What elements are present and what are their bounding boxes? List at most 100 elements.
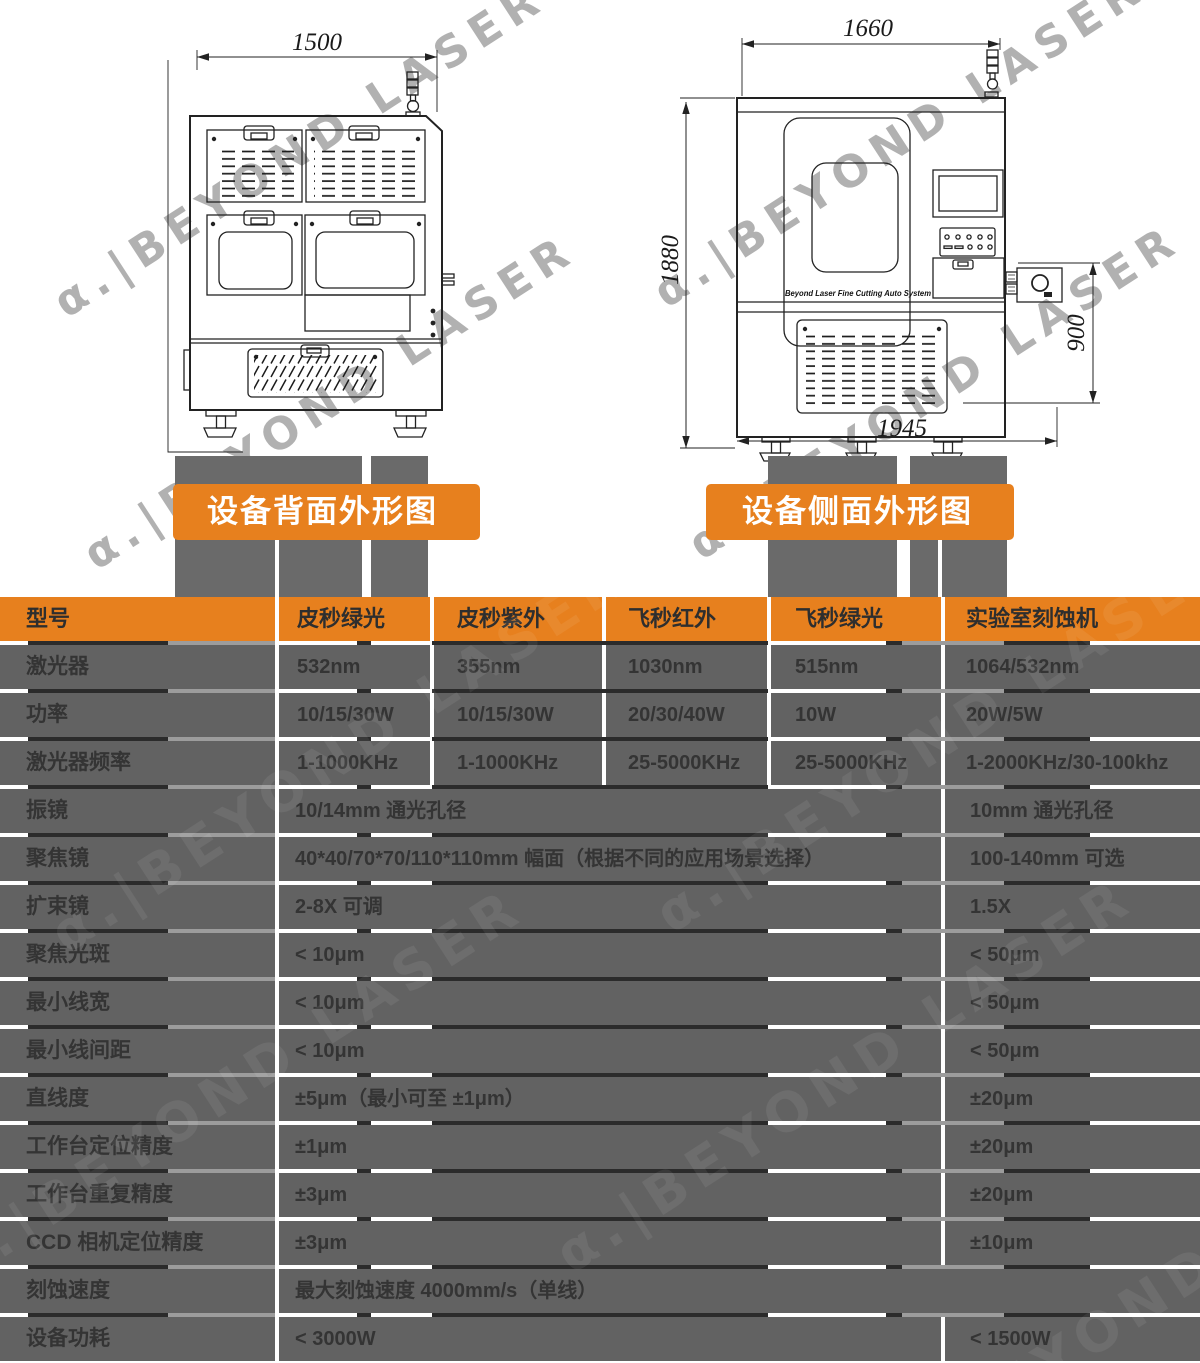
spec-row-label: 最小线宽 xyxy=(26,991,110,1014)
spec-cell: 10/15/30W xyxy=(275,693,430,737)
spec-cell: ±3μm xyxy=(275,1173,941,1217)
spec-row-label: CCD 相机定位精度 xyxy=(26,1231,204,1254)
spec-cell: ±1μm xyxy=(275,1125,941,1169)
spec-cell: < 1500W xyxy=(941,1317,1200,1361)
row-separator xyxy=(0,1265,1200,1269)
row-separator xyxy=(0,1217,1200,1221)
machine-brand-text: Beyond Laser Fine Cutting Auto System xyxy=(785,289,931,298)
spec-cell: 40*40/70*70/110*110mm 幅面（根据不同的应用场景选择） xyxy=(275,837,941,881)
spec-table-row: 直线度 ±5μm（最小可至 ±1μm）±20μm xyxy=(0,1077,1200,1121)
spec-cell: < 10μm xyxy=(275,981,941,1025)
spec-table-row: 工作台重复精度 ±3μm±20μm xyxy=(0,1173,1200,1217)
back-view-drawing xyxy=(167,50,455,453)
spec-row-label: 扩束镜 xyxy=(26,895,89,918)
spec-cell: 355nm xyxy=(430,645,602,689)
row-separator xyxy=(0,1025,1200,1029)
spec-cell: < 10μm xyxy=(275,1029,941,1073)
spec-cell: 1064/532nm xyxy=(941,645,1200,689)
spec-cell: 最大刻蚀速度 4000mm/s（单线） xyxy=(275,1269,1200,1313)
row-separator xyxy=(0,737,1200,741)
spec-cell: ±3μm xyxy=(275,1221,941,1265)
spec-cell: 20W/5W xyxy=(941,693,1200,737)
spec-cell: < 50μm xyxy=(941,1029,1200,1073)
spec-cell: 20/30/40W xyxy=(602,693,767,737)
spec-row-label: 工作台重复精度 xyxy=(26,1183,173,1206)
spec-cell: < 10μm xyxy=(275,933,941,977)
spec-cell: 10W xyxy=(767,693,941,737)
column-block-divider xyxy=(938,540,942,597)
spec-header-cell: 飞秒红外 xyxy=(602,597,767,641)
side-table-height-dimension: 900 xyxy=(1063,314,1090,352)
spec-row-label: 直线度 xyxy=(26,1087,89,1110)
spec-table-row: 聚焦光斑 < 10μm< 50μm xyxy=(0,933,1200,977)
spec-cell: 1-1000KHz xyxy=(275,741,430,785)
side-width-dimension: 1660 xyxy=(843,15,894,42)
spec-cell: 2-8X 可调 xyxy=(275,885,941,929)
spec-cell: 25-5000KHz xyxy=(767,741,941,785)
spec-cell: < 3000W xyxy=(275,1317,941,1361)
spec-header-cell: 皮秒绿光 xyxy=(275,597,430,641)
spec-cell: 10/14mm 通光孔径 xyxy=(275,789,941,833)
spec-cell: 10mm 通光孔径 xyxy=(941,789,1200,833)
spec-table-row: 聚焦镜 40*40/70*70/110*110mm 幅面（根据不同的应用场景选择）… xyxy=(0,837,1200,881)
spec-header-cell: 实验室刻蚀机 xyxy=(941,597,1200,641)
row-separator xyxy=(0,1313,1200,1317)
spec-row-label: 最小线间距 xyxy=(26,1039,131,1062)
spec-header-cell: 飞秒绿光 xyxy=(767,597,941,641)
spec-cell: 532nm xyxy=(275,645,430,689)
row-separator xyxy=(0,1121,1200,1125)
spec-table-row: 工作台定位精度 ±1μm±20μm xyxy=(0,1125,1200,1169)
spec-cell: ±20μm xyxy=(941,1173,1200,1217)
row-separator xyxy=(0,689,1200,693)
spec-row-label: 聚焦光斑 xyxy=(26,943,110,966)
spec-cell: 1.5X xyxy=(941,885,1200,929)
row-separator xyxy=(0,929,1200,933)
side-view-drawing xyxy=(680,38,1100,462)
spec-row-label: 激光器 xyxy=(26,655,89,678)
row-separator xyxy=(0,881,1200,885)
spec-header-cell: 皮秒紫外 xyxy=(430,597,602,641)
back-width-dimension: 1500 xyxy=(292,29,343,56)
row-separator xyxy=(0,785,1200,789)
row-separator xyxy=(0,833,1200,837)
spec-row-label: 设备功耗 xyxy=(26,1327,110,1350)
side-height-dimension: 1880 xyxy=(657,235,684,286)
spec-cell: 515nm xyxy=(767,645,941,689)
row-separator xyxy=(0,1169,1200,1173)
spec-cell: 1-2000KHz/30-100khz xyxy=(941,741,1200,785)
row-separator xyxy=(0,641,1200,645)
spec-header-model: 型号 xyxy=(26,606,71,631)
spec-cell: ±10μm xyxy=(941,1221,1200,1265)
spec-row-label: 功率 xyxy=(26,703,68,726)
spec-cell: ±20μm xyxy=(941,1077,1200,1121)
spec-cell: ±20μm xyxy=(941,1125,1200,1169)
back-view-banner: 设备背面外形图 xyxy=(173,484,480,540)
spec-table-row: 刻蚀速度最大刻蚀速度 4000mm/s（单线） xyxy=(0,1269,1200,1313)
spec-cell: ±5μm（最小可至 ±1μm） xyxy=(275,1077,941,1121)
row-separator xyxy=(0,977,1200,981)
spec-cell: 100-140mm 可选 xyxy=(941,837,1200,881)
spec-table-row: 最小线宽 < 10μm< 50μm xyxy=(0,981,1200,1025)
side-view-banner: 设备侧面外形图 xyxy=(706,484,1014,540)
spec-table-row: 设备功耗 < 3000W< 1500W xyxy=(0,1317,1200,1361)
spec-cell: 10/15/30W xyxy=(430,693,602,737)
spec-table-row: 最小线间距 < 10μm< 50μm xyxy=(0,1029,1200,1073)
spec-row-label: 激光器频率 xyxy=(26,751,131,774)
spec-cell: 1030nm xyxy=(602,645,767,689)
spec-row-label: 工作台定位精度 xyxy=(26,1135,173,1158)
technical-drawings: 1500 xyxy=(167,15,1100,462)
side-depth-dimension: 1945 xyxy=(877,415,927,442)
spec-cell: < 50μm xyxy=(941,933,1200,977)
spec-cell: < 50μm xyxy=(941,981,1200,1025)
spec-row-label: 聚焦镜 xyxy=(26,847,89,870)
column-block-divider xyxy=(275,540,279,597)
spec-row-label: 振镜 xyxy=(26,799,68,822)
spec-cell: 25-5000KHz xyxy=(602,741,767,785)
